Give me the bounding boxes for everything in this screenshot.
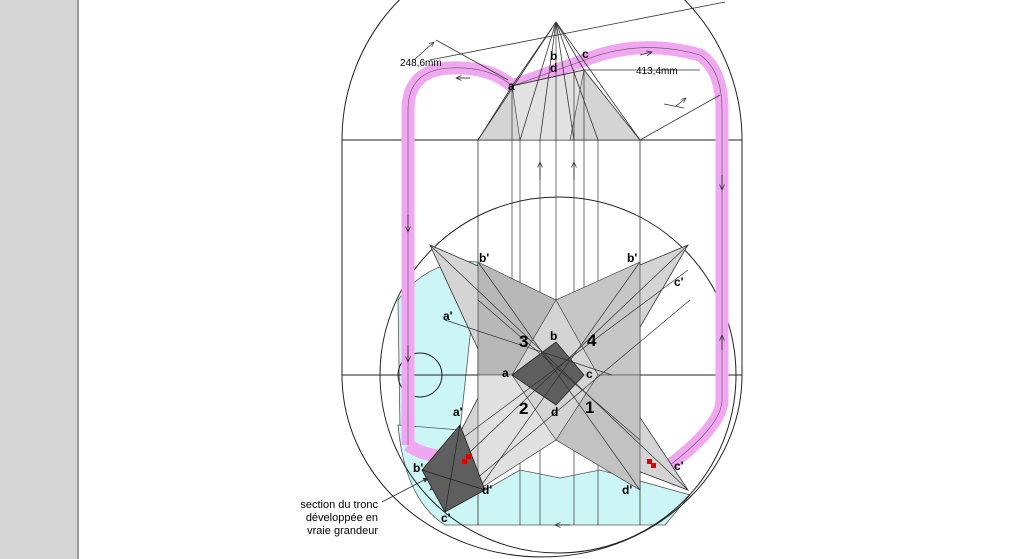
label-c-prime-bottom: c' [441,511,451,525]
plan-view-star [429,244,691,506]
dimension-left: 248,6mm [400,58,442,69]
label-elev-d: d [550,61,557,75]
caption: section du tronc développée en vraie gra… [300,499,378,537]
dimension-right: 413,4mm [636,66,678,77]
caption-line-3: vraie grandeur [307,525,378,537]
label-plan-d: d [551,405,558,419]
face-number-1: 1 [585,398,594,417]
label-plan-c: c [586,367,593,381]
flow-arrows [381,52,722,525]
red-markers [462,454,656,468]
label-plan-b: b [550,329,557,343]
elevation-point-labels: a b c d [508,47,589,93]
label-d-prime-left: d' [482,483,492,497]
label-plan-a: a [502,366,509,380]
plan-point-labels: a b c d [502,329,593,419]
label-b-prime-right: b' [627,251,637,265]
developed-section [421,424,486,513]
label-a-prime-top: a' [443,309,453,323]
caption-line-2: développée en [306,512,378,524]
face-number-2: 2 [519,399,528,418]
label-elev-b: b [550,49,557,63]
label-d-prime-right: d' [622,483,632,497]
face-number-3: 3 [519,332,528,351]
margin-edge [77,0,79,559]
label-b-prime-left: b' [479,251,489,265]
face-number-labels: 3 4 2 1 [519,331,597,418]
label-b-prime-lower-left: b' [413,461,423,475]
caption-line-1: section du tronc [300,499,378,511]
pink-path-edge [407,47,723,466]
label-a-prime-bottom: a' [453,405,463,419]
projected-point-labels: a' a' b' b' b' c' c' c' d' d' [413,251,684,525]
label-c-prime-lower-right: c' [674,459,684,473]
dimension-labels: 248,6mm 413,4mm [400,58,678,77]
label-elev-a: a [508,79,515,93]
label-c-prime-upper-right: c' [674,275,684,289]
page-margin [0,0,77,559]
face-number-4: 4 [587,331,597,350]
label-elev-c: c [582,47,589,61]
